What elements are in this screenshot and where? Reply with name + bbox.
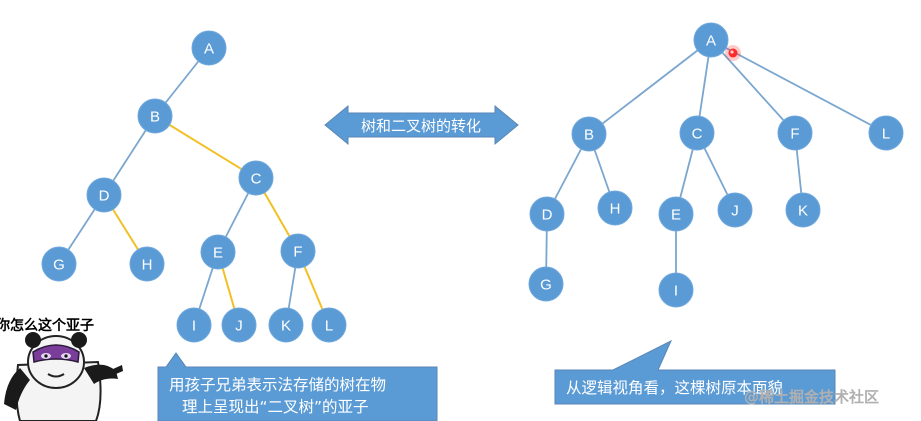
right-node-circle-A	[693, 22, 729, 58]
left-node-label-K: K	[281, 318, 291, 335]
right-node-label-I: I	[674, 283, 678, 300]
right-node-label-H: H	[610, 201, 621, 218]
right-node-label-B: B	[584, 127, 594, 144]
right-tree-nodes: A B C F L D H E J K G I	[528, 22, 904, 308]
left-node-circle-A	[191, 30, 227, 66]
left-node-circle-H	[129, 246, 165, 282]
left-node-circle-I	[176, 307, 212, 343]
right-node-B: B	[571, 116, 607, 152]
watermark: @稀土掘金技术社区	[744, 388, 879, 406]
left-node-circle-L	[311, 307, 347, 343]
right-node-label-A: A	[706, 33, 716, 50]
left-node-H: H	[129, 246, 165, 282]
left-node-circle-D	[86, 177, 122, 213]
right-node-label-G: G	[540, 277, 552, 294]
right-node-K: K	[785, 192, 821, 228]
right-node-circle-J	[717, 192, 753, 228]
right-node-G: G	[528, 266, 564, 302]
right-node-label-L: L	[882, 126, 890, 143]
right-node-circle-C	[679, 115, 715, 151]
right-node-circle-K	[785, 192, 821, 228]
right-node-label-E: E	[671, 207, 681, 224]
right-callout-text: 从逻辑视角看，这棵树原本面貌	[566, 379, 783, 397]
left-node-L: L	[311, 307, 347, 343]
center-arrow-label: 树和二叉树的转化	[361, 117, 481, 135]
left-node-I: I	[176, 307, 212, 343]
left-node-circle-K	[268, 307, 304, 343]
left-node-F: F	[280, 233, 316, 269]
left-node-B: B	[137, 98, 173, 134]
right-node-I: I	[658, 272, 694, 308]
left-node-circle-C	[238, 160, 274, 196]
left-node-J: J	[221, 307, 257, 343]
left-node-circle-E	[200, 234, 236, 270]
right-node-label-C: C	[692, 126, 703, 143]
right-edge-A-F	[710, 39, 796, 134]
right-node-circle-L	[868, 115, 904, 151]
right-edge-A-B	[588, 39, 712, 135]
right-node-circle-D	[529, 196, 565, 232]
left-node-circle-B	[137, 98, 173, 134]
left-node-label-D: D	[99, 188, 110, 205]
left-node-circle-G	[41, 246, 77, 282]
right-edge-A-L	[710, 39, 887, 134]
left-node-label-H: H	[142, 257, 153, 274]
right-node-label-J: J	[731, 203, 739, 220]
right-node-circle-I	[658, 272, 694, 308]
left-node-A: A	[191, 30, 227, 66]
right-node-label-D: D	[542, 207, 553, 224]
left-node-label-L: L	[325, 318, 333, 335]
laser-pointer-dot	[725, 45, 741, 61]
left-edge-B-C	[154, 115, 257, 179]
panda-meme-icon	[4, 332, 123, 421]
left-tree-nodes: A B C D G H E F I J K L	[41, 30, 347, 343]
left-node-circle-J	[221, 307, 257, 343]
right-callout: 从逻辑视角看，这棵树原本面貌	[554, 339, 836, 405]
left-node-label-A: A	[204, 41, 214, 58]
right-node-H: H	[597, 190, 633, 226]
left-node-label-F: F	[293, 244, 302, 261]
right-node-F: F	[777, 115, 813, 151]
right-node-label-F: F	[790, 126, 799, 143]
left-node-label-C: C	[251, 171, 262, 188]
center-double-arrow: 树和二叉树的转化	[324, 104, 519, 146]
left-node-G: G	[41, 246, 77, 282]
meme-caption: 你怎么这个亚子	[0, 317, 94, 334]
right-node-circle-F	[777, 115, 813, 151]
right-node-E: E	[658, 196, 694, 232]
left-callout-line2: 理上呈现出“二叉树”的亚子	[182, 398, 369, 416]
left-node-label-E: E	[213, 245, 223, 262]
left-node-circle-F	[280, 233, 316, 269]
right-node-C: C	[679, 115, 715, 151]
left-node-C: C	[238, 160, 274, 196]
right-node-circle-E	[658, 196, 694, 232]
right-node-J: J	[717, 192, 753, 228]
left-callout: 用孩子兄弟表示法存储的树在物 理上呈现出“二叉树”的亚子	[157, 352, 438, 421]
right-node-circle-H	[597, 190, 633, 226]
left-node-K: K	[268, 307, 304, 343]
left-node-label-I: I	[192, 318, 196, 335]
left-node-label-G: G	[53, 257, 65, 274]
right-node-D: D	[529, 196, 565, 232]
right-node-L: L	[868, 115, 904, 151]
left-node-label-J: J	[235, 318, 243, 335]
right-node-circle-G	[528, 266, 564, 302]
right-node-circle-B	[571, 116, 607, 152]
left-callout-line1: 用孩子兄弟表示法存储的树在物	[169, 376, 386, 394]
right-node-label-K: K	[798, 203, 808, 220]
right-node-A: A	[693, 22, 729, 58]
left-node-label-B: B	[150, 109, 160, 126]
left-node-D: D	[86, 177, 122, 213]
left-node-E: E	[200, 234, 236, 270]
right-tree-edges	[545, 39, 887, 290]
